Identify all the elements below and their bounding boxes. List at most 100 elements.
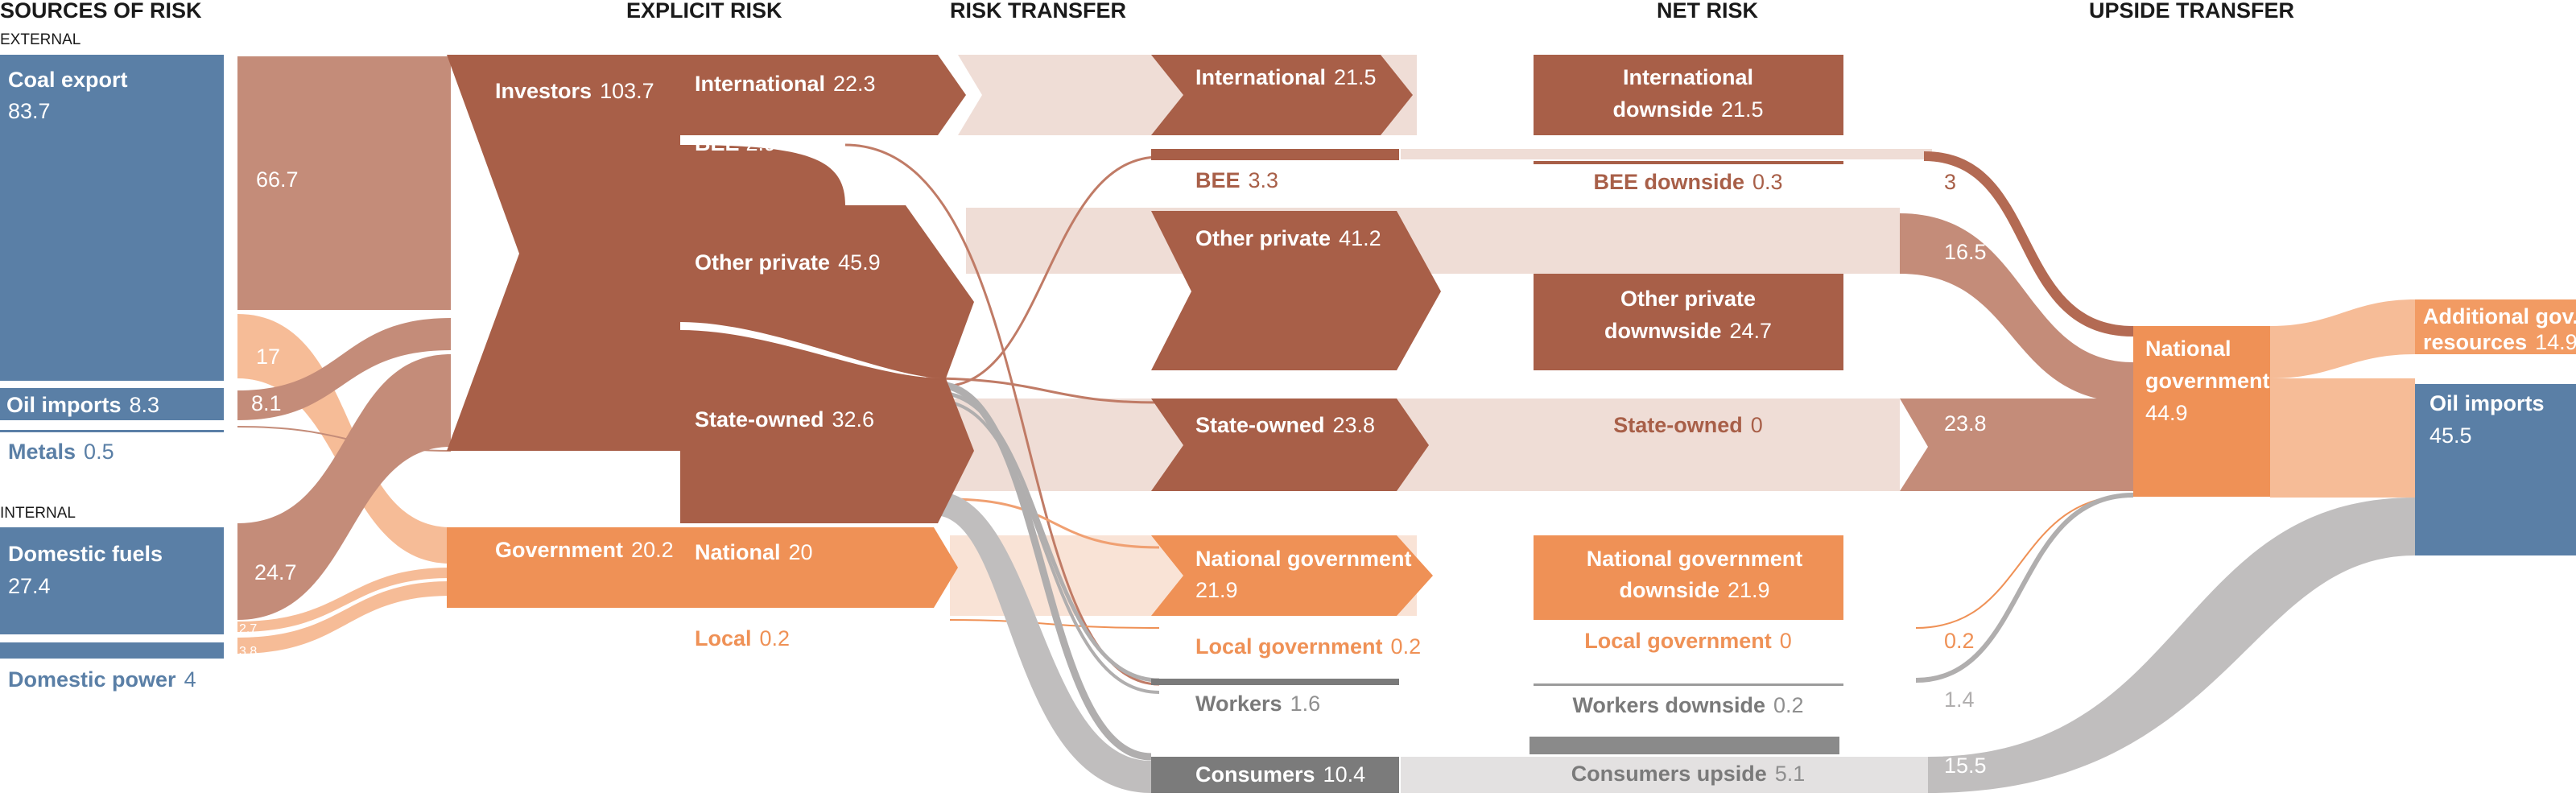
node-domestic-power[interactable] [0,642,224,659]
u-national-gov-line2: government [2145,369,2270,393]
u-additional-line1: Additional gov. [2423,304,2576,328]
header-sources: SOURCES OF RISK [0,0,202,23]
u-flow-workers: 1.4 [1944,688,1975,712]
node-investors[interactable] [447,55,974,451]
node-t-consumers[interactable] [1151,757,1399,793]
source-flow-labels: 66.7 17 8.1 24.7 2.7 3.8 [239,167,299,659]
flow-cross-other [925,377,1160,404]
upside-labels: National government 44.9 Additional gov.… [2145,304,2576,448]
node-u-additional[interactable] [2415,299,2576,354]
n-national-gov-line1: National government [1587,547,1803,571]
flow-gray-thin-1 [937,399,1160,694]
flow-upside-other [1900,213,2133,403]
flow-to-workers [937,390,1160,683]
node-t-other-private[interactable] [1151,211,1441,370]
source-nodes [0,55,224,659]
flow-upside-consumers [1928,498,2415,793]
explicit-nodes [447,55,974,608]
flow-local-line [949,619,1160,629]
u-flow-bee: 3 [1944,170,1956,194]
t-national-gov-label: National government [1195,547,1412,571]
subheader-external: EXTERNAL [0,31,80,48]
u-flow-state: 23.8 [1944,411,1987,436]
node-t-bee[interactable] [1151,149,1399,160]
node-n-other-private[interactable] [1534,274,1843,370]
node-t-workers[interactable] [1151,679,1399,685]
flow-gov-to-local [949,498,1160,549]
n-international-line1: International [1623,65,1753,89]
subheader-internal: INTERNAL [0,505,76,522]
node-metals[interactable] [0,430,224,432]
node-oil-imports[interactable] [0,388,224,420]
node-coal-export[interactable] [0,55,224,381]
flow-upside-state [1900,398,2133,491]
node-n-national-gov[interactable] [1534,535,1843,620]
flow-value-fuels-investors: 24.7 [254,560,297,584]
header-transfer: RISK TRANSFER [950,0,1126,23]
upside-flow-labels: 3 16.5 23.8 0.2 1.4 15.5 [1944,170,1987,778]
flow-to-oil-imports [2270,378,2415,498]
node-t-national-gov[interactable] [1151,535,1433,616]
flow-to-additional [2270,299,2415,378]
flow-coal-to-investors [237,56,451,310]
t-national-gov-value: 21.9 [1195,578,1238,602]
flow-fuels-to-investors [237,354,451,620]
node-t-international[interactable] [1151,55,1413,135]
flow-consumers-upside [1401,757,1928,793]
node-n-workers-line[interactable] [1534,683,1843,686]
node-t-state-owned[interactable] [1151,398,1429,491]
node-n-consumers[interactable] [1530,737,1839,754]
node-investors-lower [680,330,974,523]
node-u-oil-imports[interactable] [2415,384,2576,555]
upside-nodes [2133,299,2576,555]
coal-export-label: Coal export [8,68,128,92]
node-government[interactable] [447,527,958,608]
net-nodes [1530,55,1843,754]
flow-upside-workers [1915,493,2134,683]
flow-value-oil-investors: 8.1 [251,391,282,415]
u-national-gov-line1: National [2145,337,2231,361]
coal-export-value: 83.7 [8,99,51,123]
domestic-fuels-label: Domestic fuels [8,542,163,566]
node-u-national-gov[interactable] [2133,326,2270,497]
transfer-nodes [1151,55,1441,793]
flow-value-coal-gov: 17 [256,345,280,369]
u-flow-consumers: 15.5 [1944,754,1987,778]
flow-metals-thin [237,426,452,452]
n-other-private-line1: Other private [1620,287,1756,311]
flow-to-consumers [934,491,1151,793]
flow-cross-state [941,155,1160,388]
flow-value-fuels-gov: 2.7 [239,622,257,636]
node-n-international[interactable] [1534,55,1843,135]
flow-power-to-government [237,581,451,654]
node-n-bee[interactable] [1534,161,1843,164]
flow-bee-to-upside [1401,149,1932,159]
node-domestic-fuels[interactable] [0,527,224,634]
header-upside: UPSIDE TRANSFER [2089,0,2294,23]
u-flow-local: 0.2 [1944,629,1975,653]
u-flow-other: 16.5 [1944,240,1987,264]
